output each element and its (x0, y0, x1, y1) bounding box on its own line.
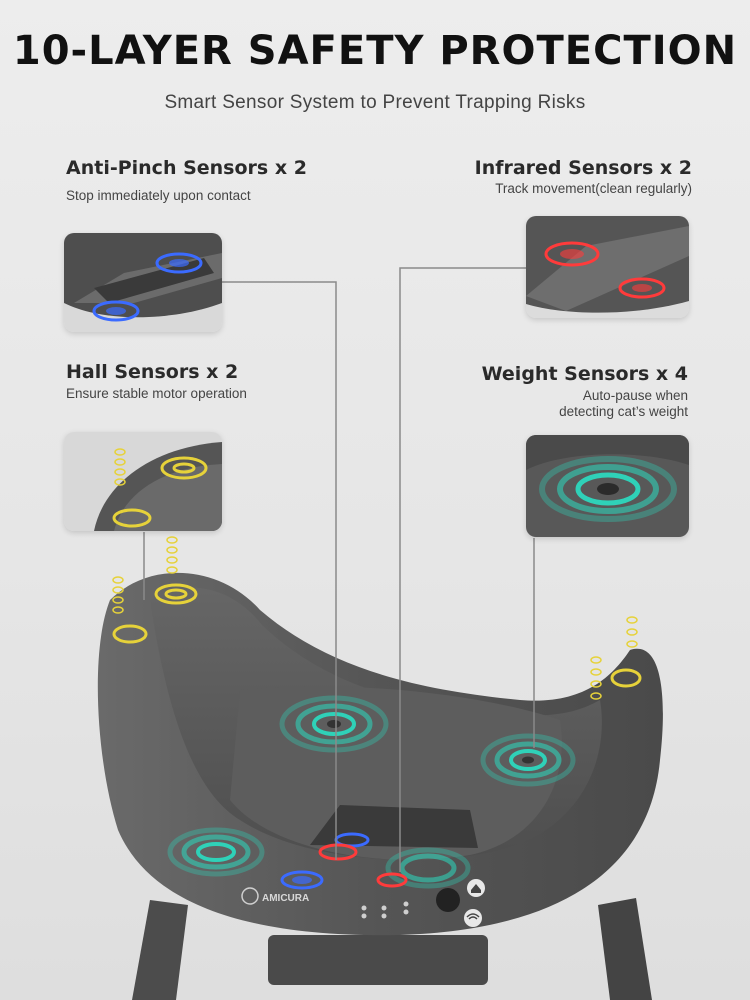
hall-desc: Ensure stable motor operation (66, 386, 247, 401)
indicator-light-1 (361, 905, 367, 911)
hall-sensor-left (112, 536, 198, 644)
brand-logo-icon (241, 887, 259, 905)
wifi-icon (466, 913, 480, 920)
indicator-light-2 (361, 913, 367, 919)
leg-right (598, 898, 652, 1000)
hall-title: Hall Sensors x 2 (66, 361, 239, 383)
indicator-light-4 (381, 913, 387, 919)
leader-line-anti-pinch (222, 281, 337, 860)
brand-logo-text: AMICURA (262, 893, 309, 904)
leg-left (132, 900, 188, 1000)
anti-pinch-title: Anti-Pinch Sensors x 2 (66, 157, 307, 179)
infrared-title: Infrared Sensors x 2 (474, 157, 692, 179)
infrared-sensor-main (318, 843, 408, 888)
wifi-button[interactable] (464, 909, 482, 927)
waste-slot (310, 805, 478, 848)
weight-desc-line1: Auto-pause when (582, 388, 688, 403)
anti-pinch-thumbnail (64, 233, 222, 332)
weight-sensor-3 (167, 827, 265, 877)
home-icon (471, 884, 481, 893)
weight-title: Weight Sensors x 4 (481, 363, 688, 385)
infrared-thumbnail (526, 216, 689, 318)
drawer (268, 935, 488, 985)
weight-sensor-4 (385, 847, 471, 889)
inner-floor (230, 686, 562, 860)
weight-desc-line2: detecting cat’s weight (559, 404, 688, 419)
weight-thumbnail (526, 435, 689, 537)
power-button[interactable] (436, 888, 460, 912)
weight-sensor-2 (480, 733, 576, 787)
anti-pinch-desc: Stop immediately upon contact (66, 188, 251, 203)
indicator-light-5 (403, 901, 409, 907)
hall-thumbnail (64, 432, 222, 531)
page-title: 10-LAYER SAFETY PROTECTION (12, 28, 738, 74)
indicator-light-3 (381, 905, 387, 911)
page-subtitle: Smart Sensor System to Prevent Trapping … (164, 92, 586, 113)
infrared-desc: Track movement(clean regularly) (495, 181, 692, 196)
hall-sensor-right (590, 616, 642, 700)
indicator-light-6 (403, 909, 409, 915)
leader-line-infrared (399, 267, 526, 872)
weight-sensor-1 (279, 695, 389, 753)
